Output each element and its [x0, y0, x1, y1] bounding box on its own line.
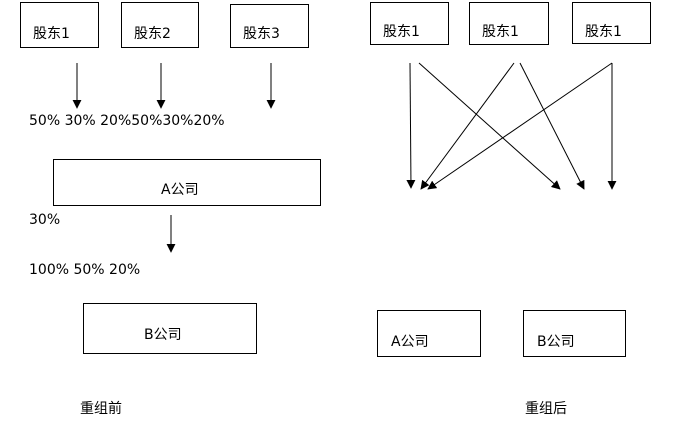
before-caption: 重组前 — [80, 401, 122, 417]
after-caption: 重组后 — [525, 401, 567, 417]
before-shareholder-2-box: 股东2 — [121, 2, 199, 48]
before-shareholder-1-label: 股东1 — [33, 26, 70, 42]
before-shareholder-3-box: 股东3 — [230, 4, 309, 48]
before-shareholder-1-box: 股东1 — [20, 2, 99, 48]
after-shareholder-1-box: 股东1 — [370, 2, 449, 45]
after-shareholder-3-label: 股东1 — [585, 24, 622, 40]
before-company-a-box: A公司 — [53, 159, 321, 206]
after-shareholder-1-label: 股东1 — [383, 24, 420, 40]
after-shareholder-3-box: 股东1 — [572, 2, 651, 44]
arrow-after-2-to-right — [519, 62, 585, 190]
after-company-a-box: A公司 — [377, 310, 481, 357]
arrow-after-1-down — [406, 62, 416, 189]
before-shareholder-2-label: 股东2 — [134, 26, 171, 42]
arrow-after-3-to-left — [427, 62, 613, 190]
before-percentage-row-1: 50% 30% 20%50%30%20% — [29, 113, 225, 129]
after-shareholder-2-label: 股东1 — [482, 24, 519, 40]
before-percentage-row-2: 100% 50% 20% — [29, 262, 141, 278]
after-company-a-label: A公司 — [391, 334, 429, 350]
before-company-b-label: B公司 — [144, 327, 182, 343]
after-company-b-box: B公司 — [523, 310, 626, 357]
arrow-after-1-cross — [418, 62, 561, 190]
before-percentage-a: 30% — [29, 212, 61, 228]
before-company-b-box: B公司 — [83, 303, 257, 354]
before-company-a-label: A公司 — [161, 182, 199, 198]
before-shareholder-3-label: 股东3 — [243, 26, 280, 42]
after-shareholder-2-box: 股东1 — [469, 2, 549, 45]
after-company-b-label: B公司 — [537, 334, 575, 350]
arrow-after-2-to-left — [420, 62, 515, 190]
